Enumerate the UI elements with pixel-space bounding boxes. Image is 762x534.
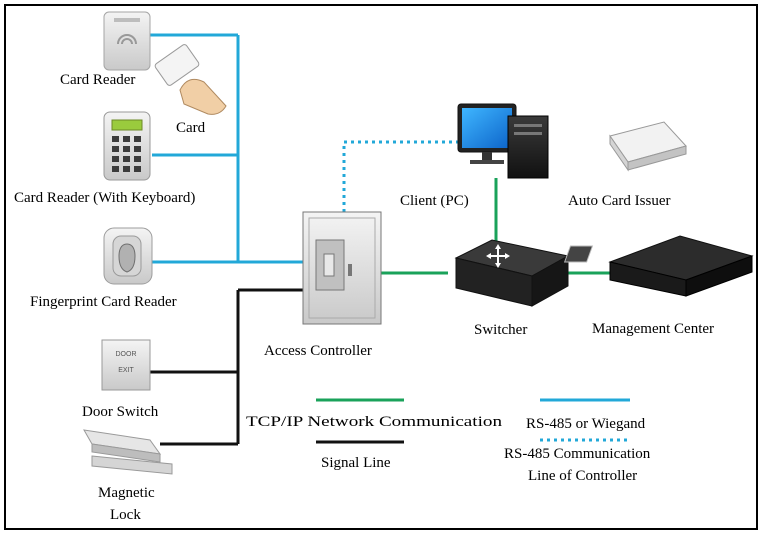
signal-lines — [150, 288, 305, 446]
legend: TCP/IP Network Communication Signal Line… — [246, 398, 651, 484]
rs485-wiegand-lines — [150, 33, 305, 264]
label-auto-card-issuer: Auto Card Issuer — [568, 193, 670, 209]
svg-text:DOOR: DOOR — [116, 351, 137, 358]
label-card-reader: Card Reader — [60, 72, 135, 88]
label-fingerprint-reader: Fingerprint Card Reader — [30, 294, 177, 310]
label-client-pc: Client (PC) — [400, 193, 469, 209]
door-switch-icon: DOOR EXIT — [101, 339, 151, 391]
card-reader-icon — [103, 11, 151, 71]
keypad-reader-icon — [103, 111, 151, 181]
label-door-switch: Door Switch — [82, 404, 159, 420]
svg-text:EXIT: EXIT — [118, 367, 134, 374]
fingerprint-reader-icon — [103, 227, 153, 285]
label-access-controller: Access Controller — [264, 343, 372, 359]
magnetic-lock-icon — [83, 429, 173, 475]
card-icon — [154, 44, 227, 115]
card-issuer-icon — [609, 121, 687, 172]
legend-tcpip-label: TCP/IP Network Communication — [246, 414, 503, 430]
legend-rs485-controller-label-1: RS-485 Communication — [504, 446, 651, 462]
tcpip-lines — [380, 178, 612, 275]
diagram-frame — [4, 4, 758, 530]
label-switcher: Switcher — [474, 322, 527, 338]
management-center-icon — [563, 235, 754, 297]
label-magnetic-lock-2: Lock — [110, 507, 141, 523]
rs485-controller-line — [342, 140, 468, 212]
legend-rs485-label: RS-485 or Wiegand — [526, 416, 646, 432]
access-controller-icon — [302, 211, 382, 325]
client-pc-icon — [457, 103, 549, 179]
switcher-icon — [454, 239, 570, 307]
label-card: Card — [176, 120, 206, 136]
label-magnetic-lock-1: Magnetic — [98, 485, 155, 501]
legend-rs485-controller-label-2: Line of Controller — [528, 468, 637, 484]
label-card-reader-keyboard: Card Reader (With Keyboard) — [14, 190, 195, 206]
legend-signal-label: Signal Line — [321, 455, 391, 471]
label-management-center: Management Center — [592, 321, 714, 337]
